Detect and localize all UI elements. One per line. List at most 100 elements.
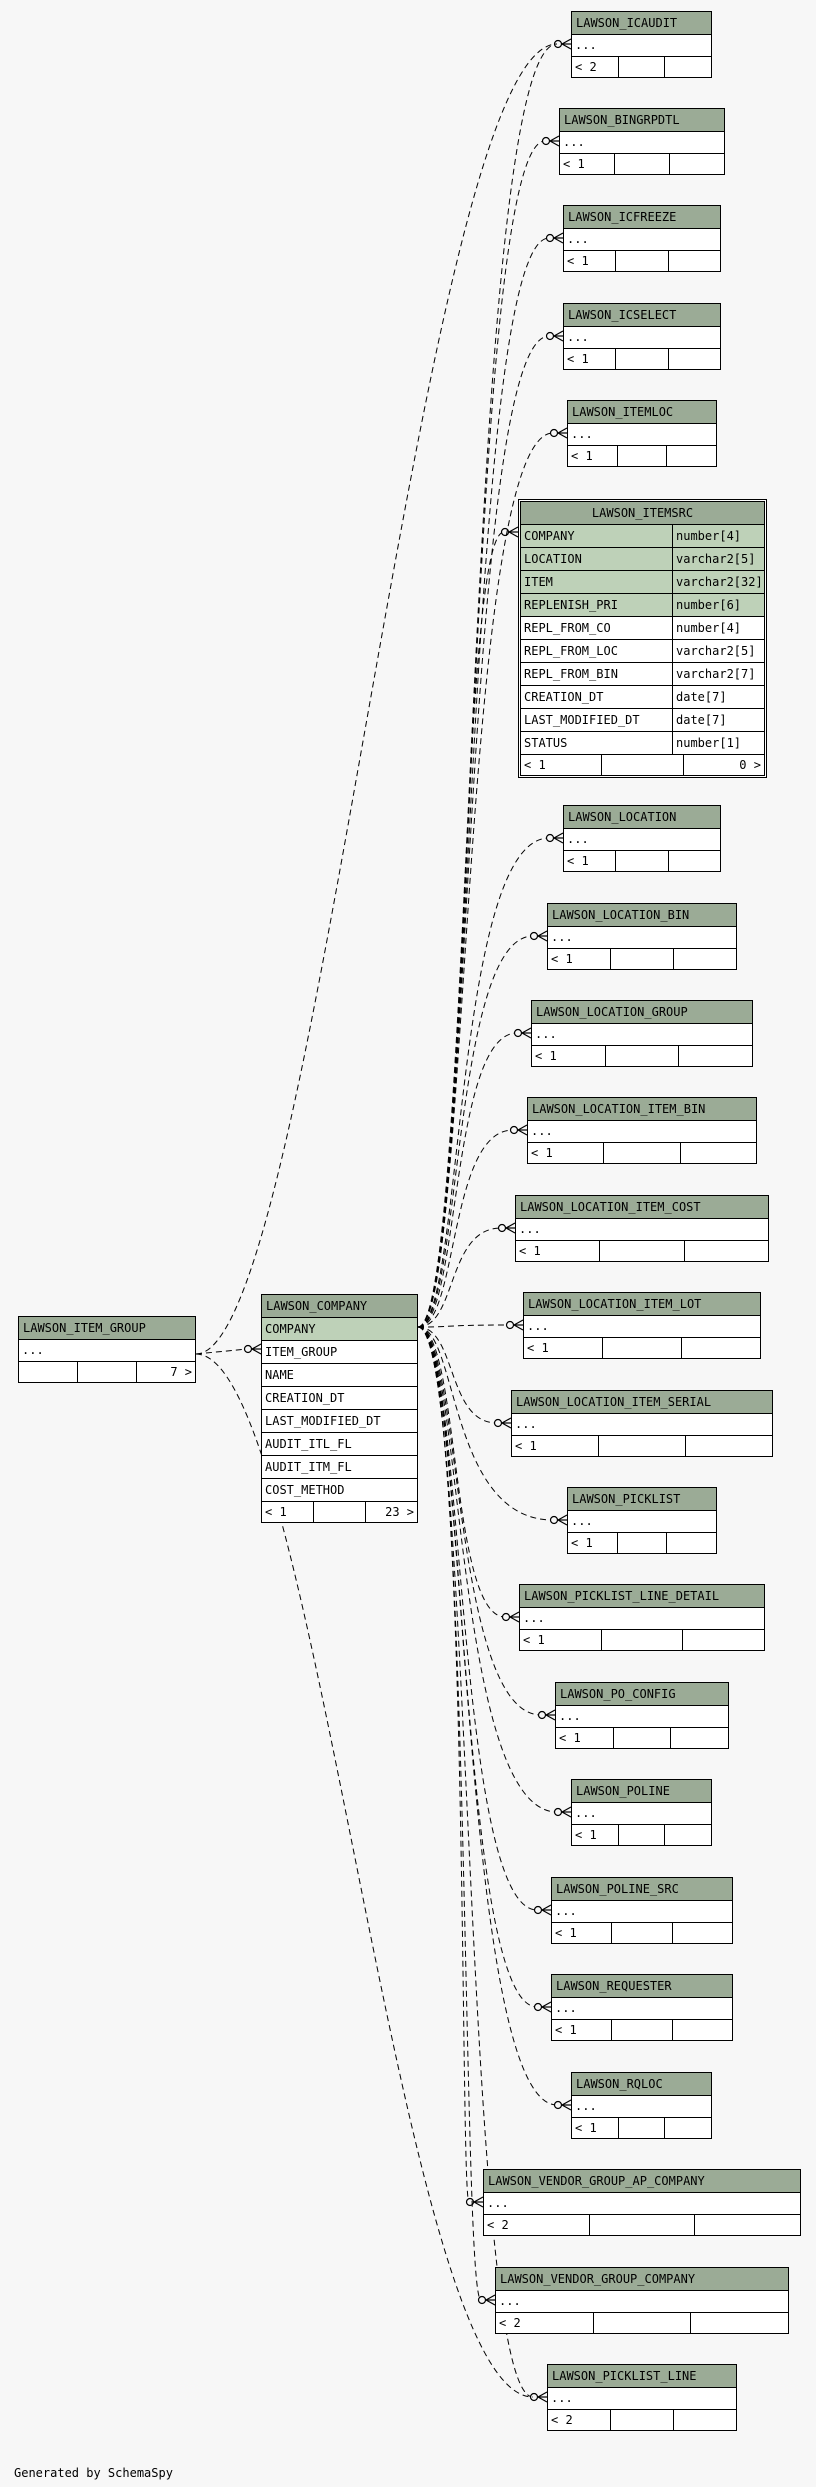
relationship-edge — [417, 1324, 510, 1328]
table-name: LAWSON_LOCATION_ITEM_BIN — [528, 1098, 756, 1121]
table-footer: < 1 — [552, 2020, 732, 2040]
columns-collapsed: ... — [572, 2096, 711, 2118]
table-footer: < 1 — [552, 1923, 732, 1943]
crowfoot-marker-icon — [545, 330, 564, 342]
parents-count[interactable]: < 2 — [487, 2218, 509, 2232]
table-lawson-rqloc[interactable]: LAWSON_RQLOC ... < 1 — [571, 2072, 712, 2139]
table-lawson-bingrpdtl[interactable]: LAWSON_BINGRPDTL ... < 1 — [559, 108, 725, 175]
columns-collapsed: ... — [496, 2291, 788, 2313]
table-lawson-location-item-cost[interactable]: LAWSON_LOCATION_ITEM_COST ... < 1 — [515, 1195, 769, 1262]
children-count[interactable]: 7 > — [136, 1362, 195, 1382]
children-count[interactable]: 23 > — [365, 1502, 417, 1522]
columns-collapsed: ... — [516, 1219, 768, 1241]
table-lawson-location-item-lot[interactable]: LAWSON_LOCATION_ITEM_LOT ... < 1 — [523, 1292, 761, 1359]
table-name: LAWSON_LOCATION_BIN — [548, 904, 736, 927]
table-name: LAWSON_PICKLIST_LINE — [548, 2365, 736, 2388]
table-lawson-icfreeze[interactable]: LAWSON_ICFREEZE ... < 1 — [563, 205, 721, 272]
table-lawson-item-group[interactable]: LAWSON_ITEM_GROUP ... 7 > — [18, 1316, 196, 1383]
table-lawson-icselect[interactable]: LAWSON_ICSELECT ... < 1 — [563, 303, 721, 370]
parents-count[interactable]: < 1 — [567, 254, 589, 268]
columns-collapsed: ... — [568, 424, 716, 446]
columns-collapsed: ... — [564, 829, 720, 851]
crowfoot-marker-icon — [545, 232, 564, 244]
table-lawson-icaudit[interactable]: LAWSON_ICAUDIT ... < 2 — [571, 11, 712, 78]
table-lawson-location[interactable]: LAWSON_LOCATION ... < 1 — [563, 805, 721, 872]
parents-count[interactable]: < 1 — [567, 352, 589, 366]
parents-count[interactable]: < 1 — [563, 157, 585, 171]
table-footer: < 1 — [556, 1728, 728, 1748]
children-count[interactable]: 0 > — [682, 755, 764, 775]
columns-collapsed: ... — [552, 1998, 732, 2020]
table-lawson-itemloc[interactable]: LAWSON_ITEMLOC ... < 1 — [567, 400, 717, 467]
relationship-edge — [417, 1326, 534, 2398]
table-lawson-company[interactable]: LAWSON_COMPANY COMPANY ITEM_GROUP NAME C… — [261, 1294, 418, 1523]
table-name: LAWSON_REQUESTER — [552, 1975, 732, 1998]
table-name: LAWSON_COMPANY — [262, 1295, 417, 1318]
table-lawson-location-item-serial[interactable]: LAWSON_LOCATION_ITEM_SERIAL ... < 1 — [511, 1390, 773, 1457]
table-footer: < 2 — [572, 57, 711, 77]
parents-count[interactable]: < 1 — [567, 854, 589, 868]
table-name: LAWSON_PICKLIST — [568, 1488, 716, 1511]
parents-count[interactable]: < 1 — [575, 1828, 597, 1842]
relationship-edge — [417, 1326, 498, 1424]
crowfoot-marker-icon — [533, 1904, 552, 1916]
relationship-edge — [417, 1129, 514, 1328]
parents-count[interactable]: < 2 — [551, 2413, 573, 2427]
columns-collapsed: ... — [568, 1511, 716, 1533]
table-lawson-picklist-line-detail[interactable]: LAWSON_PICKLIST_LINE_DETAIL ... < 1 — [519, 1584, 765, 1651]
table-lawson-requester[interactable]: LAWSON_REQUESTER ... < 1 — [551, 1974, 733, 2041]
parents-count[interactable]: < 1 — [527, 1341, 549, 1355]
crowfoot-marker-icon — [500, 526, 519, 538]
table-lawson-vendor-group-company[interactable]: LAWSON_VENDOR_GROUP_COMPANY ... < 2 — [495, 2267, 789, 2334]
parents-count[interactable]: < 1 — [519, 1244, 541, 1258]
parents-count[interactable]: < 1 — [551, 952, 573, 966]
parents-count[interactable]: < 1 — [571, 449, 593, 463]
parents-count[interactable]: < 2 — [575, 60, 597, 74]
crowfoot-marker-icon — [533, 2001, 552, 2013]
parents-count[interactable]: < 1 — [523, 1633, 545, 1647]
parents-count[interactable]: < 1 — [571, 1536, 593, 1550]
table-lawson-poline-src[interactable]: LAWSON_POLINE_SRC ... < 1 — [551, 1877, 733, 1944]
parents-count[interactable]: < 1 — [535, 1049, 557, 1063]
table-lawson-location-bin[interactable]: LAWSON_LOCATION_BIN ... < 1 — [547, 903, 737, 970]
table-lawson-location-item-bin[interactable]: LAWSON_LOCATION_ITEM_BIN ... < 1 — [527, 1097, 757, 1164]
column-row: COST_METHOD — [262, 1479, 417, 1502]
table-lawson-picklist[interactable]: LAWSON_PICKLIST ... < 1 — [567, 1487, 717, 1554]
relationship-edge — [417, 140, 546, 1328]
parents-count[interactable]: < 1 — [575, 2121, 597, 2135]
table-footer: < 2 — [548, 2410, 736, 2430]
columns-collapsed: ... — [484, 2193, 800, 2215]
table-footer: < 1 — [548, 949, 736, 969]
table-lawson-poline[interactable]: LAWSON_POLINE ... < 1 — [571, 1779, 712, 1846]
table-footer: < 1 — [568, 446, 716, 466]
table-name: LAWSON_POLINE — [572, 1780, 711, 1803]
columns-collapsed: ... — [572, 35, 711, 57]
crowfoot-marker-icon — [465, 2196, 484, 2208]
table-lawson-vendor-group-ap-company[interactable]: LAWSON_VENDOR_GROUP_AP_COMPANY ... < 2 — [483, 2169, 801, 2236]
parents-count[interactable]: < 2 — [499, 2316, 521, 2330]
table-footer: < 1 — [564, 251, 720, 271]
parents-count[interactable]: < 1 — [555, 1926, 577, 1940]
table-footer: < 1 — [572, 2118, 711, 2138]
relationship-edge — [195, 43, 558, 1355]
relationship-edge — [417, 935, 534, 1328]
crowfoot-marker-icon — [549, 1514, 568, 1526]
parents-count[interactable]: < 1 — [559, 1731, 581, 1745]
table-lawson-picklist-line[interactable]: LAWSON_PICKLIST_LINE ... < 2 — [547, 2364, 737, 2431]
parents-count[interactable]: < 1 — [515, 1439, 537, 1453]
parents-count[interactable]: < 1 — [531, 1146, 553, 1160]
table-footer: < 1 — [568, 1533, 716, 1553]
column-row: LAST_MODIFIED_DT — [262, 1410, 417, 1433]
table-footer: < 1 — [572, 1825, 711, 1845]
columns-collapsed: ... — [548, 2388, 736, 2410]
table-lawson-location-group[interactable]: LAWSON_LOCATION_GROUP ... < 1 — [531, 1000, 753, 1067]
table-lawson-po-config[interactable]: LAWSON_PO_CONFIG ... < 1 — [555, 1682, 729, 1749]
parents-count[interactable]: < 1 — [524, 758, 546, 772]
parents-count[interactable]: < 1 — [555, 2023, 577, 2037]
parents-count[interactable]: < 1 — [265, 1505, 287, 1519]
columns-collapsed: ... — [528, 1121, 756, 1143]
columns-collapsed: ... — [572, 1803, 711, 1825]
